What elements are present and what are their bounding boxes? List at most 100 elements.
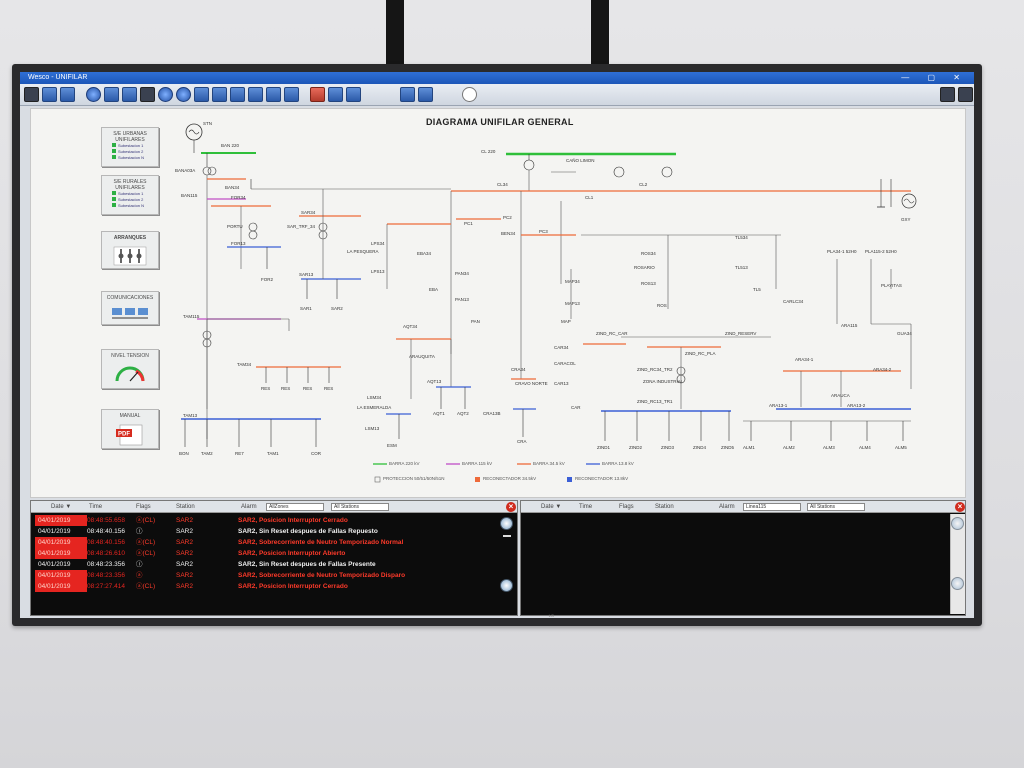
arranques-button[interactable]: ARRANQUES — [101, 231, 159, 269]
alarm-row[interactable]: 04/01/2019 08:48:40.156 ⓐ(CL) SAR2 SAR2,… — [31, 537, 501, 548]
la-esmeralda-label: LA ESMERALDA — [357, 405, 392, 410]
date-column-header[interactable]: Date ▼ — [541, 504, 562, 510]
zind-rc34-tr2-label: ZIND_RC34_TR2 — [637, 367, 673, 372]
sub-item[interactable]: Subestacion 1 — [102, 143, 158, 149]
alarm-date: 04/01/2019 — [35, 515, 87, 526]
carlc34-label: CARLC34 — [783, 299, 804, 304]
bell-icon[interactable] — [24, 87, 39, 102]
pla34-1-label: PLA34-1 52H0 — [827, 249, 857, 254]
layout-icon[interactable] — [42, 87, 57, 102]
flags-column-header[interactable]: Flags — [619, 504, 634, 510]
lps34-label: LPS34 — [371, 241, 385, 246]
time-column-header[interactable]: Time — [579, 504, 593, 510]
search-icon[interactable] — [230, 87, 245, 102]
alarm-zone-select[interactable]: AllZones — [266, 503, 324, 511]
alarm-station: SAR2 — [176, 528, 193, 535]
manual-button[interactable]: MANUAL PDF — [101, 409, 159, 449]
zoom-in-icon[interactable] — [158, 87, 173, 102]
grid-icon[interactable] — [248, 87, 263, 102]
station-select[interactable]: All Stations — [331, 503, 389, 511]
sub-item[interactable]: Subestacion N — [102, 155, 158, 161]
pen-icon[interactable] — [328, 87, 343, 102]
station-column-header[interactable]: Station — [176, 504, 195, 510]
alarm-message: SAR2, Sin Reset despues de Fallas Repues… — [238, 528, 378, 535]
scroll-up-button[interactable] — [951, 517, 964, 530]
pc1-label: PC1 — [464, 221, 473, 226]
alarm-row[interactable]: 04/01/2019 08:48:23.356 ⓘ SAR2 SAR2, Sin… — [31, 559, 501, 570]
alarm-column-header[interactable]: Alarm — [719, 504, 735, 510]
aqt34-label: AQT34 — [403, 324, 418, 329]
time-column-header[interactable]: Time — [89, 504, 103, 510]
side-button-label: COMUNICACIONES — [106, 295, 154, 301]
print-small-icon[interactable] — [958, 87, 973, 102]
zoom-out-icon[interactable] — [176, 87, 191, 102]
close-icon[interactable]: × — [955, 502, 965, 512]
tl534-label: TL534 — [735, 235, 748, 240]
sub-item[interactable]: Subestacion 2 — [102, 149, 158, 155]
document-icon[interactable] — [284, 87, 299, 102]
print-icon[interactable] — [266, 87, 281, 102]
alarm-station: SAR2 — [176, 583, 193, 590]
side-button-label: S/E URBANAS UNIFILARES — [113, 131, 147, 143]
station-column-header[interactable]: Station — [655, 504, 674, 510]
sub-item[interactable]: Subestacion 2 — [102, 197, 158, 203]
zind-rc13-tr1-label: ZIND_RC13_TR1 — [637, 399, 673, 404]
pan-icon[interactable] — [212, 87, 227, 102]
sar1-label: SAR1 — [300, 306, 312, 311]
vu-icon[interactable] — [400, 87, 415, 102]
sub-item[interactable]: Subestacion N — [102, 203, 158, 209]
urban-substations-button[interactable]: S/E URBANAS UNIFILARES Subestacion 1 Sub… — [101, 127, 159, 167]
trend-icon[interactable] — [940, 87, 955, 102]
cra13b-label: CRA13B — [483, 411, 501, 416]
side-button-label: ARRANQUES — [113, 235, 147, 241]
flags-column-header[interactable]: Flags — [136, 504, 151, 510]
side-button-label: S/E RURALES UNIFILARES — [113, 179, 147, 191]
alarm-message: SAR2, Posicion Interruptor Abierto — [238, 550, 346, 557]
zona-industrial-label: ZONA INDUSTRIAL — [643, 379, 684, 384]
sub-item[interactable]: Subestacion 1 — [102, 191, 158, 197]
map13-label: MAP13 — [565, 301, 580, 306]
alarm-column-header[interactable]: Alarm — [241, 504, 257, 510]
alarm-zone-select[interactable]: Linea115 — [743, 503, 801, 511]
pan-label: PAN — [471, 319, 480, 324]
window-controls[interactable]: — ▢ ✕ — [901, 73, 968, 82]
export-icon[interactable] — [346, 87, 361, 102]
alarm-time: 08:27:27.414 — [87, 583, 125, 590]
res-label: RES — [303, 386, 313, 391]
alarm-date: 04/01/2019 — [35, 581, 87, 592]
scroll-down-button[interactable] — [500, 579, 513, 592]
list-icon[interactable] — [418, 87, 433, 102]
communications-button[interactable]: COMUNICACIONES — [101, 291, 159, 325]
legend-reconectador13: RECONECTADOR 13.8kV — [575, 476, 629, 481]
window-icon[interactable] — [60, 87, 75, 102]
fit-icon[interactable] — [194, 87, 209, 102]
alarm-flags: ⓘ — [136, 561, 143, 568]
scroll-up-button[interactable] — [500, 517, 513, 530]
bon-label: BON — [179, 451, 189, 456]
globe-icon[interactable] — [86, 87, 101, 102]
clock-icon[interactable] — [462, 87, 477, 102]
back-arrow-icon[interactable] — [122, 87, 137, 102]
close-icon[interactable]: × — [506, 502, 516, 512]
zind-reserv-label: ZIND_RESERV — [725, 331, 757, 336]
alarm-list-left: Date ▼ Time Flags Station Alarm AllZones… — [30, 500, 518, 616]
alarm-row[interactable]: 04/01/2019 08:48:26.610 ⓐ(CL) SAR2 SAR2,… — [31, 548, 501, 559]
home-icon[interactable] — [104, 87, 119, 102]
alm4-label: ALM4 — [859, 445, 871, 450]
alarm-row[interactable]: 04/01/2019 08:27:27.414 ⓐ(CL) SAR2 SAR2,… — [31, 581, 501, 592]
rural-substations-button[interactable]: S/E RURALES UNIFILARES Subestacion 1 Sub… — [101, 175, 159, 215]
blank-icon[interactable] — [140, 87, 155, 102]
scroll-down-button[interactable] — [951, 577, 964, 590]
zind5-label: ZIND5 — [721, 445, 735, 450]
alm1-label: ALM1 — [743, 445, 755, 450]
alarm-row[interactable]: 04/01/2019 08:48:55.658 ⓐ(CL) SAR2 SAR2,… — [31, 515, 501, 526]
alarm-row[interactable]: 04/01/2019 08:48:40.156 ⓘ SAR2 SAR2, Sin… — [31, 526, 501, 537]
date-column-header[interactable]: Date ▼ — [51, 504, 72, 510]
alarm-message: SAR2, Posicion Interruptor Cerrado — [238, 583, 348, 590]
voltage-level-button[interactable]: NIVEL TENSION — [101, 349, 159, 389]
alarm-row[interactable]: 04/01/2019 08:48:23.356 ⓐ SAR2 SAR2, Sob… — [31, 570, 501, 581]
scroll-grip[interactable] — [503, 535, 511, 537]
tools-icon[interactable] — [310, 87, 325, 102]
esm-label: ESM — [387, 443, 397, 448]
station-select[interactable]: All Stations — [807, 503, 865, 511]
